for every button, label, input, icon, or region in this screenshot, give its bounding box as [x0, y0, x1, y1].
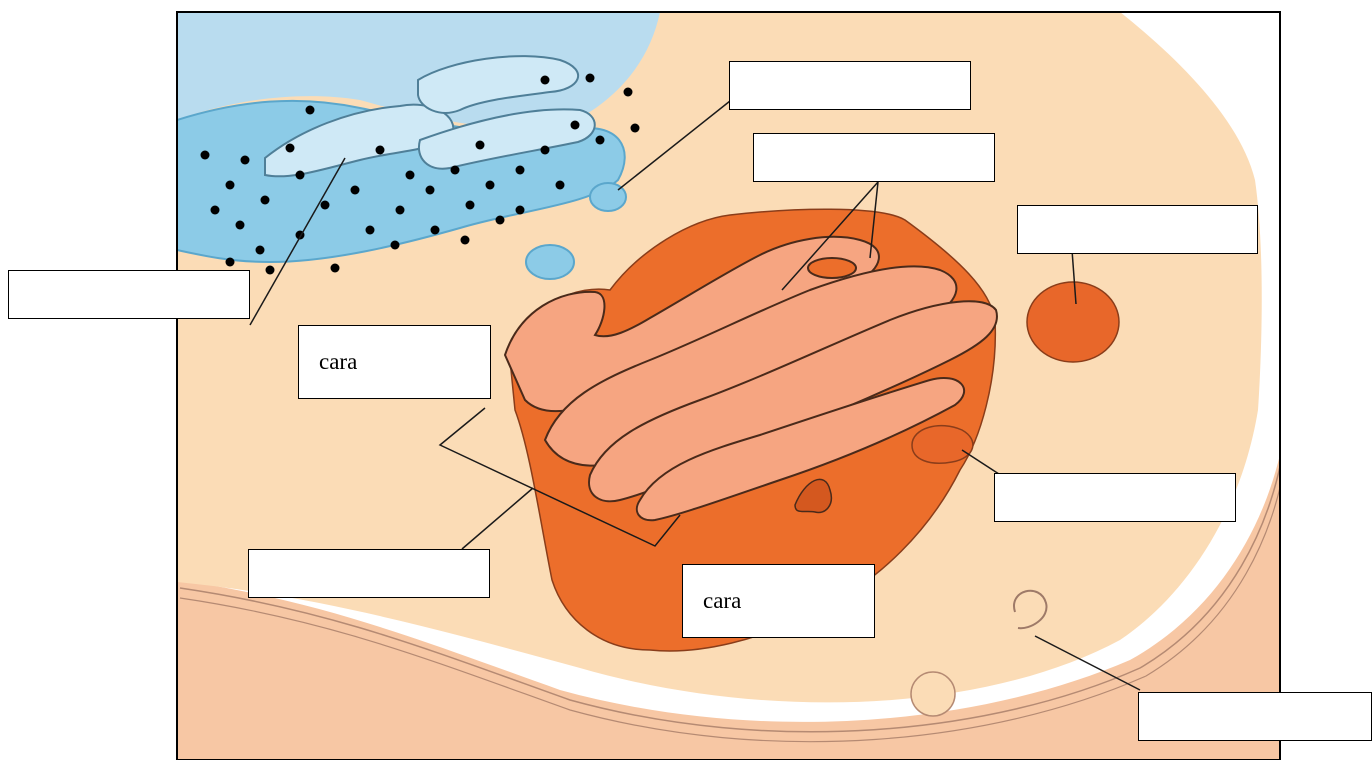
label-face-cis[interactable]: cara	[298, 325, 491, 399]
transport-vesicle	[912, 426, 973, 464]
label-transport-vesicle[interactable]	[248, 549, 490, 598]
label-er[interactable]	[8, 270, 250, 319]
label-membrane[interactable]	[1138, 692, 1372, 741]
label-secretory-vesicle[interactable]	[994, 473, 1236, 522]
label-top-center[interactable]	[729, 61, 971, 110]
label-right-vesicle[interactable]	[1017, 205, 1258, 254]
er-vesicle-2	[526, 245, 574, 279]
label-face-trans[interactable]: cara	[682, 564, 875, 638]
secretory-vesicle	[1027, 282, 1119, 362]
cisterna-pore	[808, 258, 856, 278]
label-cisternae[interactable]	[753, 133, 995, 182]
membrane-vesicle	[911, 672, 955, 716]
